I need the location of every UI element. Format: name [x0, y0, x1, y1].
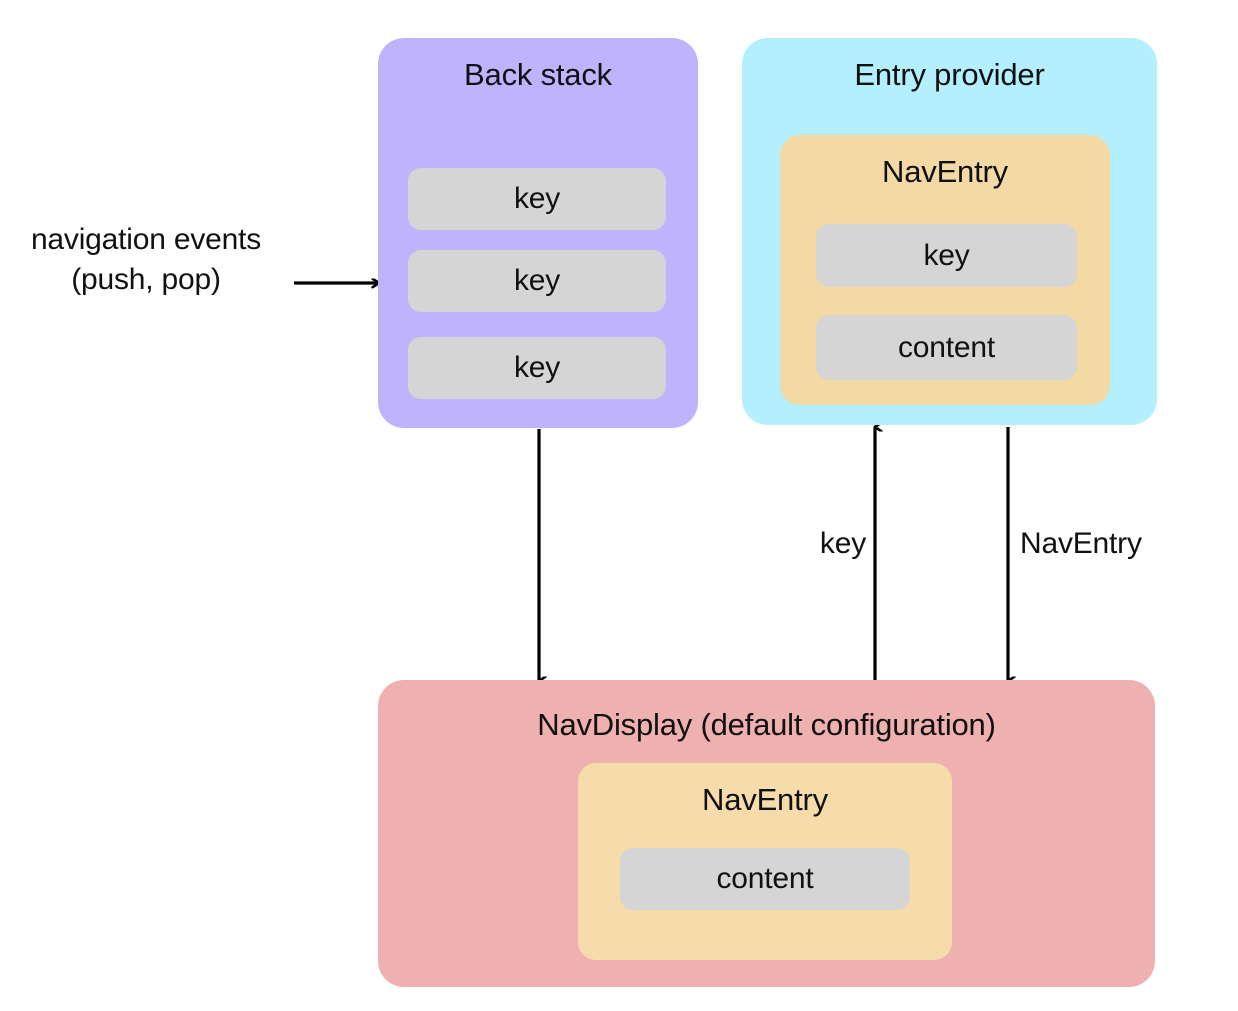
back-stack-title: Back stack: [464, 57, 612, 92]
back-stack-key-item[interactable]: key: [408, 168, 666, 230]
back-stack-node[interactable]: Back stack key key key: [378, 38, 698, 428]
entry-provider-node[interactable]: Entry provider NavEntry key content: [742, 38, 1157, 425]
entry-provider-nav-entry-node[interactable]: NavEntry key content: [780, 135, 1110, 405]
nav-display-nav-entry-node[interactable]: NavEntry content: [578, 763, 952, 960]
naventry-edge-label: NavEntry: [1020, 527, 1142, 560]
navigation-events-label: navigation events (push, pop): [30, 223, 262, 296]
nav-display-title: NavDisplay (default configuration): [537, 707, 996, 742]
back-stack-key-item[interactable]: key: [408, 250, 666, 312]
key-edge-label: key: [819, 527, 866, 560]
back-stack-key-item[interactable]: key: [408, 337, 666, 399]
nav-display-node[interactable]: NavDisplay (default configuration) NavEn…: [378, 680, 1155, 987]
entry-provider-key-item[interactable]: key: [816, 224, 1077, 287]
nav-display-content-item[interactable]: content: [620, 848, 910, 910]
nav-display-nav-entry-title: NavEntry: [702, 782, 828, 817]
entry-provider-title: Entry provider: [854, 57, 1045, 92]
entry-provider-content-item[interactable]: content: [816, 315, 1077, 380]
entry-provider-nav-entry-title: NavEntry: [882, 154, 1008, 189]
